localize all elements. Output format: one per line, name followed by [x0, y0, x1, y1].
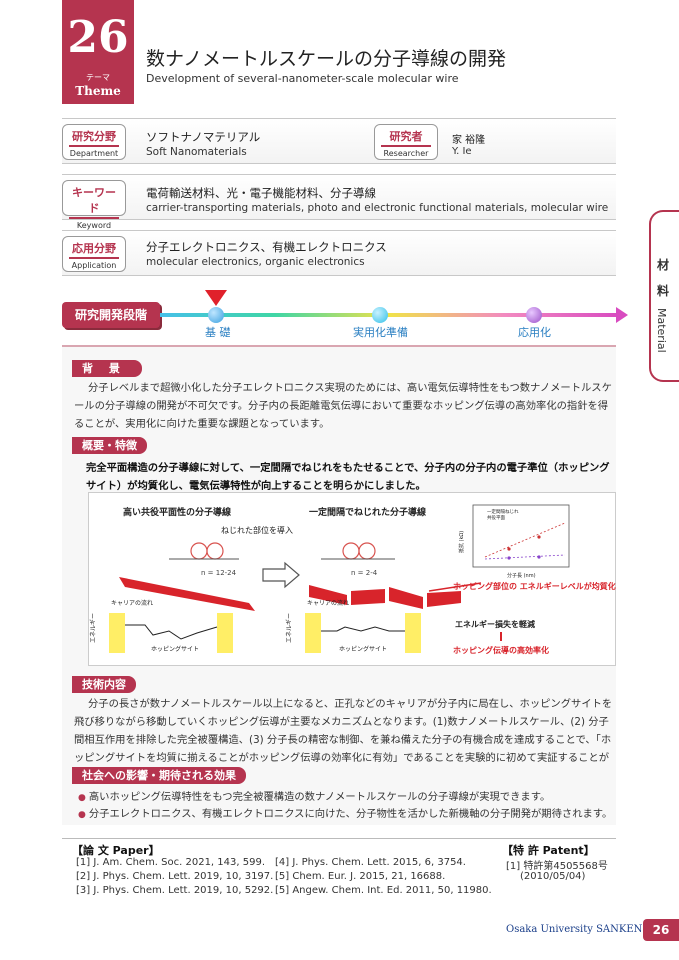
side-tab-en: Material [655, 308, 668, 353]
page-title: 数ナノメートルスケールの分子導線の開発 [146, 48, 507, 70]
theme-badge: 26 テーマ Theme [62, 0, 134, 104]
stage-progress-line [160, 313, 620, 317]
department-tag-en: Department [69, 149, 119, 158]
impact-heading: 社会への影響・期待される効果 [72, 767, 246, 784]
figure-illustration: 高い共役平面性の分子導線 一定間隔でねじれた分子導線 ねじれた部位を導入 n =… [90, 504, 616, 655]
stage-label-application: 応用化 [518, 326, 551, 339]
research-figure: 高い共役平面性の分子導線 一定間隔でねじれた分子導線 ねじれた部位を導入 n =… [88, 492, 616, 666]
overview-text: 完全平面構造の分子導線に対して、一定間隔でねじれをもたせることで、分子内の分子内… [86, 462, 610, 492]
keyword-row: キーワード Keyword 電荷輸送材料、光・電子機能材料、分子導線 carri… [62, 174, 616, 230]
fig-right-title: 一定間隔でねじれた分子導線 [309, 506, 426, 518]
patent-heading: 【特 許 Patent】 [502, 844, 595, 857]
fig-right-molecule: n = 2-4 [321, 542, 395, 577]
background-heading: 背 景 [72, 360, 142, 377]
application-tag-en: Application [71, 261, 117, 270]
fig-right-carrier-flow: キャリアの流れ [307, 599, 349, 607]
institution-footer: Osaka University SANKEN [506, 924, 643, 935]
paper-ref-2: [2] J. Phys. Chem. Lett. 2019, 10, 3197. [76, 871, 274, 882]
fig-graph-legend-2: 共役平面 [487, 514, 505, 521]
theme-number: 26 [67, 12, 129, 63]
stage-dot-application [526, 307, 542, 323]
side-tab-char-2: 料 [657, 284, 670, 298]
researcher-value-jp: 家 裕隆 [452, 135, 486, 146]
application-tag: 応用分野 Application [62, 236, 126, 272]
fig-graph-ylabel: 抵抗 (kΩ) [458, 531, 465, 553]
stage-title: 研究開発段階 [62, 302, 160, 328]
paper-heading: 【論 文 Paper】 [72, 844, 160, 857]
theme-label-en: Theme [75, 84, 121, 98]
fig-left-energy-axis: エネルギー [90, 613, 97, 643]
fig-left-energy-diagram: キャリアの流れ ホッピングサイト エネルギー [90, 599, 233, 653]
fig-resistance-graph: 抵抗 (kΩ) 分子長 (nm) 一定間隔ねじれ 共役平面 [458, 504, 570, 579]
department-row: 研究分野 Department ソフトナノマテリアル Soft Nanomate… [62, 118, 616, 164]
fig-right-energy-diagram: キャリアの流れ ホッピングサイト エネルギー [286, 599, 421, 653]
impact-bullet-2: 分子エレクトロニクス、有機エレクトロニクスに向けた、分子物性を活かした新機軸の分… [78, 805, 613, 820]
patent-ref-1-date: (2010/05/04) [520, 871, 586, 882]
fig-twisted-wire [309, 585, 461, 609]
department-value-jp: ソフトナノマテリアル [146, 130, 261, 144]
paper-ref-1: [1] J. Am. Chem. Soc. 2021, 143, 599. [76, 857, 265, 868]
keyword-tag-en: Keyword [76, 221, 112, 230]
side-tab-char-1: 材 [657, 258, 670, 272]
department-tag: 研究分野 Department [62, 124, 126, 160]
fig-transform-arrow [262, 561, 300, 589]
category-side-tab: 材 料 Material [649, 210, 679, 382]
keyword-value-jp: 電荷輸送材料、光・電子機能材料、分子導線 [146, 186, 376, 200]
current-stage-marker [205, 290, 227, 306]
fig-graph-xlabel: 分子長 (nm) [507, 572, 536, 579]
overview-heading: 概要・特徴 [72, 437, 147, 454]
fig-graph-legend-1: 一定間隔ねじれ [487, 508, 519, 515]
researcher-value-en: Y. Ie [452, 146, 472, 157]
fig-callout-1: ホッピング部位の エネルギーレベルが均質化 [453, 581, 616, 591]
fig-twist-label: ねじれた部位を導入 [221, 525, 293, 535]
keyword-value-en: carrier-transporting materials, photo an… [146, 202, 609, 214]
fig-right-hopping-site: ホッピングサイト [339, 645, 387, 653]
fig-callout-2: エネルギー損失を軽減 [455, 619, 535, 629]
theme-label-jp: テーマ [86, 73, 110, 82]
paper-ref-4: [4] J. Phys. Chem. Lett. 2015, 6, 3754. [275, 857, 466, 868]
stage-arrow-head [616, 307, 628, 323]
researcher-tag: 研究者 Researcher [374, 124, 438, 160]
paper-ref-5: [5] Chem. Eur. J. 2015, 21, 16688. [275, 871, 446, 882]
department-value-en: Soft Nanomaterials [146, 146, 247, 158]
fig-right-n: n = 2-4 [351, 569, 378, 577]
fig-left-hopping-site: ホッピングサイト [151, 645, 199, 653]
fig-right-energy-axis: エネルギー [286, 613, 293, 643]
fig-flat-wire [119, 577, 255, 611]
researcher-tag-en: Researcher [383, 149, 429, 158]
keyword-tag-jp: キーワード [69, 184, 119, 219]
application-tag-jp: 応用分野 [69, 240, 119, 259]
paper-ref-6: [5] Angew. Chem. Int. Ed. 2011, 50, 1198… [275, 885, 492, 896]
stage-dot-basic [208, 307, 224, 323]
stage-label-basic: 基 礎 [205, 326, 231, 339]
fig-left-molecule: n = 12-24 [169, 542, 239, 577]
page-subtitle: Development of several-nanometer-scale m… [146, 72, 459, 85]
side-tab-jp: 材 料 [657, 252, 673, 304]
technology-heading: 技術内容 [72, 676, 136, 693]
fig-left-carrier-flow: キャリアの流れ [111, 599, 153, 607]
application-row: 応用分野 Application 分子エレクトロニクス、有機エレクトロニクス m… [62, 230, 616, 276]
department-tag-jp: 研究分野 [69, 128, 119, 147]
background-text: 分子レベルまで超微小化した分子エレクトロニクス実現のためには、高い電気伝導特性を… [74, 382, 612, 430]
stage-label-practical: 実用化準備 [353, 326, 408, 339]
fig-callout-3: ホッピング伝導の高効率化 [453, 645, 549, 655]
page-number: 26 [643, 919, 679, 941]
fig-callout-pointer [428, 582, 482, 592]
technology-text: 分子の長さが数ナノメートルスケール以上になると、正孔などのキャリアが分子内に局在… [74, 698, 613, 782]
references-divider [62, 838, 616, 839]
application-value-jp: 分子エレクトロニクス、有機エレクトロニクス [146, 240, 387, 254]
researcher-tag-jp: 研究者 [381, 128, 431, 147]
application-value-en: molecular electronics, organic electroni… [146, 256, 365, 268]
patent-ref-1: [1] 特許第4505568号 [506, 861, 608, 872]
paper-ref-3: [3] J. Phys. Chem. Lett. 2019, 10, 5292. [76, 885, 274, 896]
fig-left-n: n = 12-24 [201, 569, 237, 577]
stage-dot-practical [372, 307, 388, 323]
fig-left-title: 高い共役平面性の分子導線 [123, 506, 231, 518]
impact-bullet-1: 高いホッピング伝導特性をもつ完全被覆構造の数ナノメートルスケールの分子導線が実現… [78, 788, 550, 803]
keyword-tag: キーワード Keyword [62, 180, 126, 230]
